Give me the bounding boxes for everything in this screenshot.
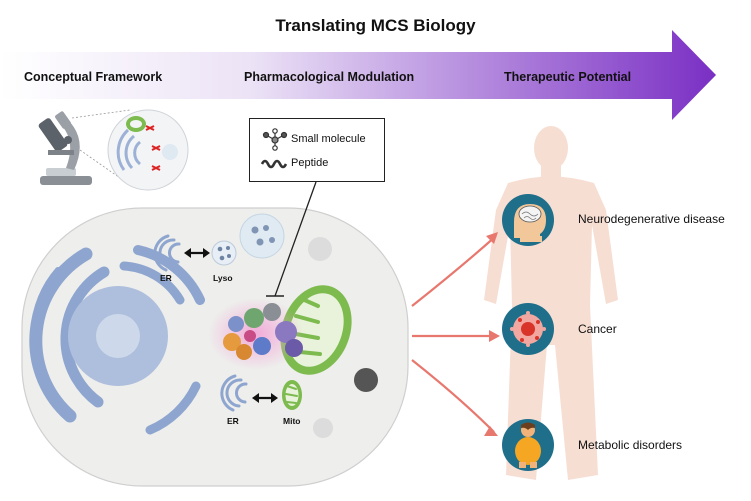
er-icon xyxy=(220,374,248,412)
vesicle xyxy=(354,368,378,392)
contact-label-lyso: Lyso xyxy=(213,273,233,283)
cancer-cell-icon xyxy=(510,311,546,347)
disease-arrows xyxy=(411,235,497,433)
progress-arrow xyxy=(0,30,716,120)
vesicle xyxy=(313,418,333,438)
protein-complex xyxy=(208,298,304,370)
disease-label-neurodegenerative: Neurodegenerative disease xyxy=(578,212,725,226)
brain-icon xyxy=(514,204,546,242)
stage-label-pharmacological: Pharmacological Modulation xyxy=(244,70,415,84)
microscope-icon xyxy=(38,111,92,185)
disease-label-cancer: Cancer xyxy=(578,322,617,336)
figure-title: Translating MCS Biology xyxy=(275,16,476,35)
nucleolus xyxy=(96,314,140,358)
mitochondria-icon xyxy=(282,380,302,410)
small-molecule-icon xyxy=(262,128,288,151)
er-nucleus xyxy=(29,245,205,435)
double-arrow-icon xyxy=(252,393,278,403)
lysosome xyxy=(239,213,285,259)
contact-label-er: ER xyxy=(227,416,239,426)
disease-label-metabolic: Metabolic disorders xyxy=(578,438,683,452)
contact-label-er: ER xyxy=(160,273,172,283)
metabolic-person-icon xyxy=(515,422,541,468)
inhibition-line xyxy=(274,181,317,297)
stage-label-conceptual: Conceptual Framework xyxy=(24,70,163,84)
vesicle xyxy=(308,237,332,261)
peptide-icon xyxy=(260,159,288,169)
human-silhouette xyxy=(484,126,618,480)
contact-label-mito: Mito xyxy=(283,416,301,426)
stage-label-therapeutic: Therapeutic Potential xyxy=(504,70,632,84)
magnified-cell-icon xyxy=(107,109,189,191)
er-icon xyxy=(153,234,181,272)
lysosome-icon xyxy=(211,240,237,266)
double-arrow-icon xyxy=(184,248,210,258)
modulator-legend xyxy=(249,118,385,182)
disease-arrowheads xyxy=(484,232,500,436)
legend-label-peptide: Peptide xyxy=(291,157,329,169)
legend-label-small-molecule: Small molecule xyxy=(291,133,366,145)
